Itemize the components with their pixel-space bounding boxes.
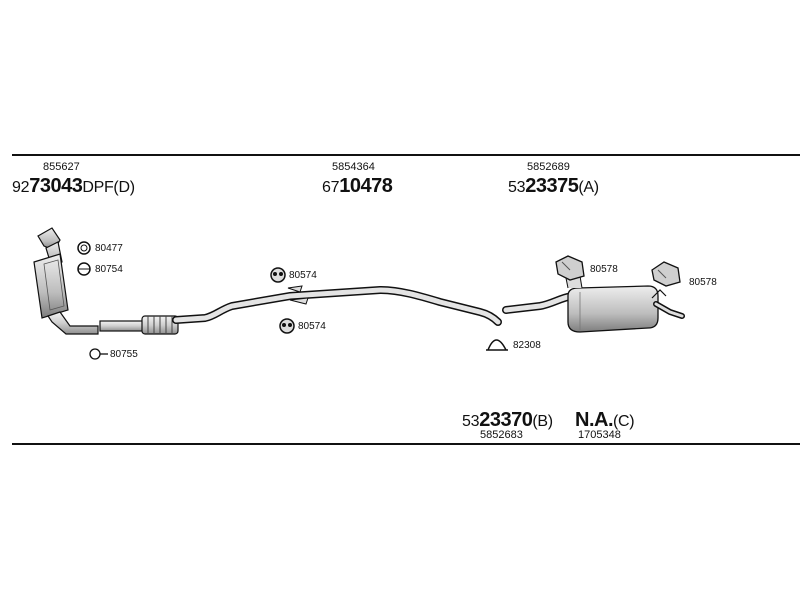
rubber-mount-80578b-icon — [651, 261, 681, 287]
bottom-b-part-number: 5323370(B) — [462, 410, 553, 430]
rear-part-suffix: (A) — [578, 179, 599, 196]
bottom-c-part-suffix: (C) — [613, 413, 635, 430]
bottom-c-part-number: N.A.(C) — [575, 409, 635, 431]
rear-part-main: 23375 — [525, 175, 579, 197]
label-80574-bottom: 80574 — [298, 321, 326, 332]
label-80574-top: 80574 — [289, 270, 317, 281]
front-part-number: 9273043DPF(D) — [12, 176, 135, 196]
front-flex-pipe — [99, 315, 179, 335]
bottom-c-ref-number: 1705348 — [578, 429, 621, 441]
hanger-80574b-icon — [279, 318, 295, 334]
label-80477: 80477 — [95, 243, 123, 254]
bottom-b-part-prefix: 53 — [462, 413, 480, 430]
bottom-c-part-main: N.A. — [575, 409, 614, 431]
middle-ref-number: 5854364 — [332, 161, 375, 173]
front-part-main: 73043 — [29, 175, 83, 197]
rubber-mount-80578a-icon — [555, 255, 585, 281]
gasket-80477-icon — [77, 241, 91, 255]
dpf-catalyst — [33, 227, 99, 335]
clamp-80754-icon — [77, 262, 91, 276]
bottom-b-part-main: 23370 — [479, 409, 533, 431]
middle-part-prefix: 67 — [322, 179, 340, 196]
bottom-b-ref-number: 5852683 — [480, 429, 523, 441]
bottom-divider — [12, 443, 800, 445]
rear-part-number: 5323375(A) — [508, 176, 599, 196]
label-80754: 80754 — [95, 264, 123, 275]
middle-part-main: 10478 — [339, 175, 393, 197]
label-80578-right: 80578 — [689, 277, 717, 288]
label-80578-left: 80578 — [590, 264, 618, 275]
rear-muffler — [502, 275, 685, 333]
clamp-82308-icon — [486, 339, 508, 351]
rear-ref-number: 5852689 — [527, 161, 570, 173]
front-ref-number: 855627 — [43, 161, 80, 173]
hanger-80574a-icon — [270, 267, 286, 283]
label-82308: 82308 — [513, 340, 541, 351]
bottom-b-part-suffix: (B) — [532, 413, 553, 430]
top-divider — [12, 154, 800, 156]
front-part-suffix: DPF(D) — [82, 179, 135, 196]
label-80755: 80755 — [110, 349, 138, 360]
rear-part-prefix: 53 — [508, 179, 526, 196]
gasket-80755-icon — [89, 348, 108, 360]
middle-part-number: 6710478 — [322, 175, 393, 197]
front-part-prefix: 92 — [12, 179, 30, 196]
